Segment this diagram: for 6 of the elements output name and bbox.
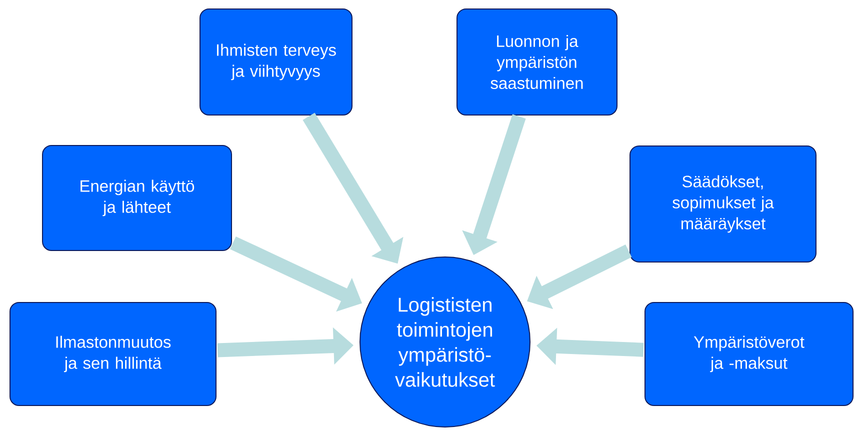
factor-box: Säädökset, sopimukset ja määräykset [630, 146, 816, 262]
factor-box: Ilmastonmuutos ja sen hillintä [10, 302, 216, 406]
factor-box: Luonnon ja ympäristön saastuminen [456, 8, 618, 116]
factor-box: Ihmisten terveys ja viihtyvyys [200, 8, 352, 116]
factor-box: Energian käyttö ja lähteet [42, 145, 232, 251]
factor-box: Ympäristöverot ja -maksut [644, 302, 854, 406]
